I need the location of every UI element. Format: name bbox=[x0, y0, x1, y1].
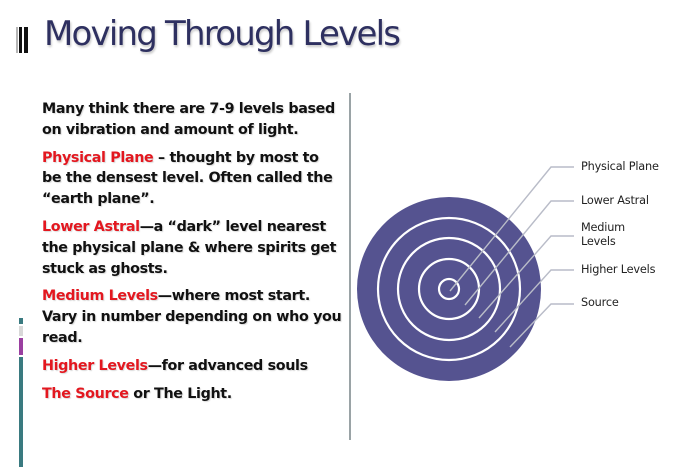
highlight-term: Higher Levels bbox=[42, 357, 148, 374]
paragraph-lower-astral: Lower Astral—a “dark” level nearest the … bbox=[42, 217, 342, 279]
label-lower-astral: Lower Astral bbox=[581, 194, 649, 208]
title-stripes-decoration bbox=[16, 27, 28, 53]
paragraph-text: —for advanced souls bbox=[147, 357, 308, 374]
leader-line-source bbox=[509, 303, 574, 348]
bullet-text-block: Many think there are 7-9 levels based on… bbox=[42, 99, 342, 411]
label-text: Levels bbox=[581, 235, 616, 248]
paragraph-medium-levels: Medium Levels—where most start. Vary in … bbox=[42, 286, 342, 348]
leader-line-lower-astral bbox=[464, 200, 574, 306]
label-higher-levels: Higher Levels bbox=[581, 263, 655, 277]
label-source: Source bbox=[581, 296, 619, 310]
highlight-term: Physical Plane bbox=[42, 149, 154, 166]
paragraph-source: The Source or The Light. bbox=[42, 384, 342, 405]
paragraph-intro: Many think there are 7-9 levels based on… bbox=[42, 99, 342, 141]
highlight-term: Lower Astral bbox=[42, 218, 140, 235]
label-text: Source bbox=[581, 296, 619, 309]
label-text: Lower Astral bbox=[581, 194, 649, 207]
highlight-term: Medium Levels bbox=[42, 288, 158, 305]
ring-higher-levels bbox=[376, 216, 522, 362]
paragraph-higher-levels: Higher Levels—for advanced souls bbox=[42, 356, 342, 377]
paragraph-text: Many think there are 7-9 levels based on… bbox=[42, 101, 335, 138]
accent-bar-teal-top bbox=[19, 318, 23, 324]
leader-line-medium-levels bbox=[478, 235, 574, 319]
highlight-term: The Source bbox=[42, 385, 129, 402]
ring-physical-plane bbox=[437, 277, 461, 301]
paragraph-text: —where most start. Vary in number depend… bbox=[42, 288, 342, 346]
label-physical-plane: Physical Plane bbox=[581, 160, 659, 174]
accent-bar-gray bbox=[19, 326, 23, 336]
paragraph-text: – thought by most to be the densest leve… bbox=[42, 149, 333, 208]
paragraph-text: —a “dark” level nearest the physical pla… bbox=[42, 218, 337, 277]
ring-medium-levels bbox=[396, 236, 502, 342]
slide-title: Moving Through Levels bbox=[44, 14, 401, 54]
outer-circle-source bbox=[357, 197, 541, 381]
label-text: Medium bbox=[581, 221, 625, 234]
leader-line-physical-plane bbox=[449, 166, 574, 292]
label-text: Higher Levels bbox=[581, 263, 656, 276]
accent-bar-purple bbox=[19, 338, 23, 355]
vertical-divider bbox=[349, 93, 351, 440]
label-text: Physical Plane bbox=[581, 160, 659, 173]
leader-line-higher-levels bbox=[494, 269, 574, 333]
accent-bar-teal-bottom bbox=[19, 357, 23, 467]
paragraph-physical-plane: Physical Plane – thought by most to be t… bbox=[42, 148, 342, 210]
paragraph-text: or The Light. bbox=[128, 385, 232, 402]
